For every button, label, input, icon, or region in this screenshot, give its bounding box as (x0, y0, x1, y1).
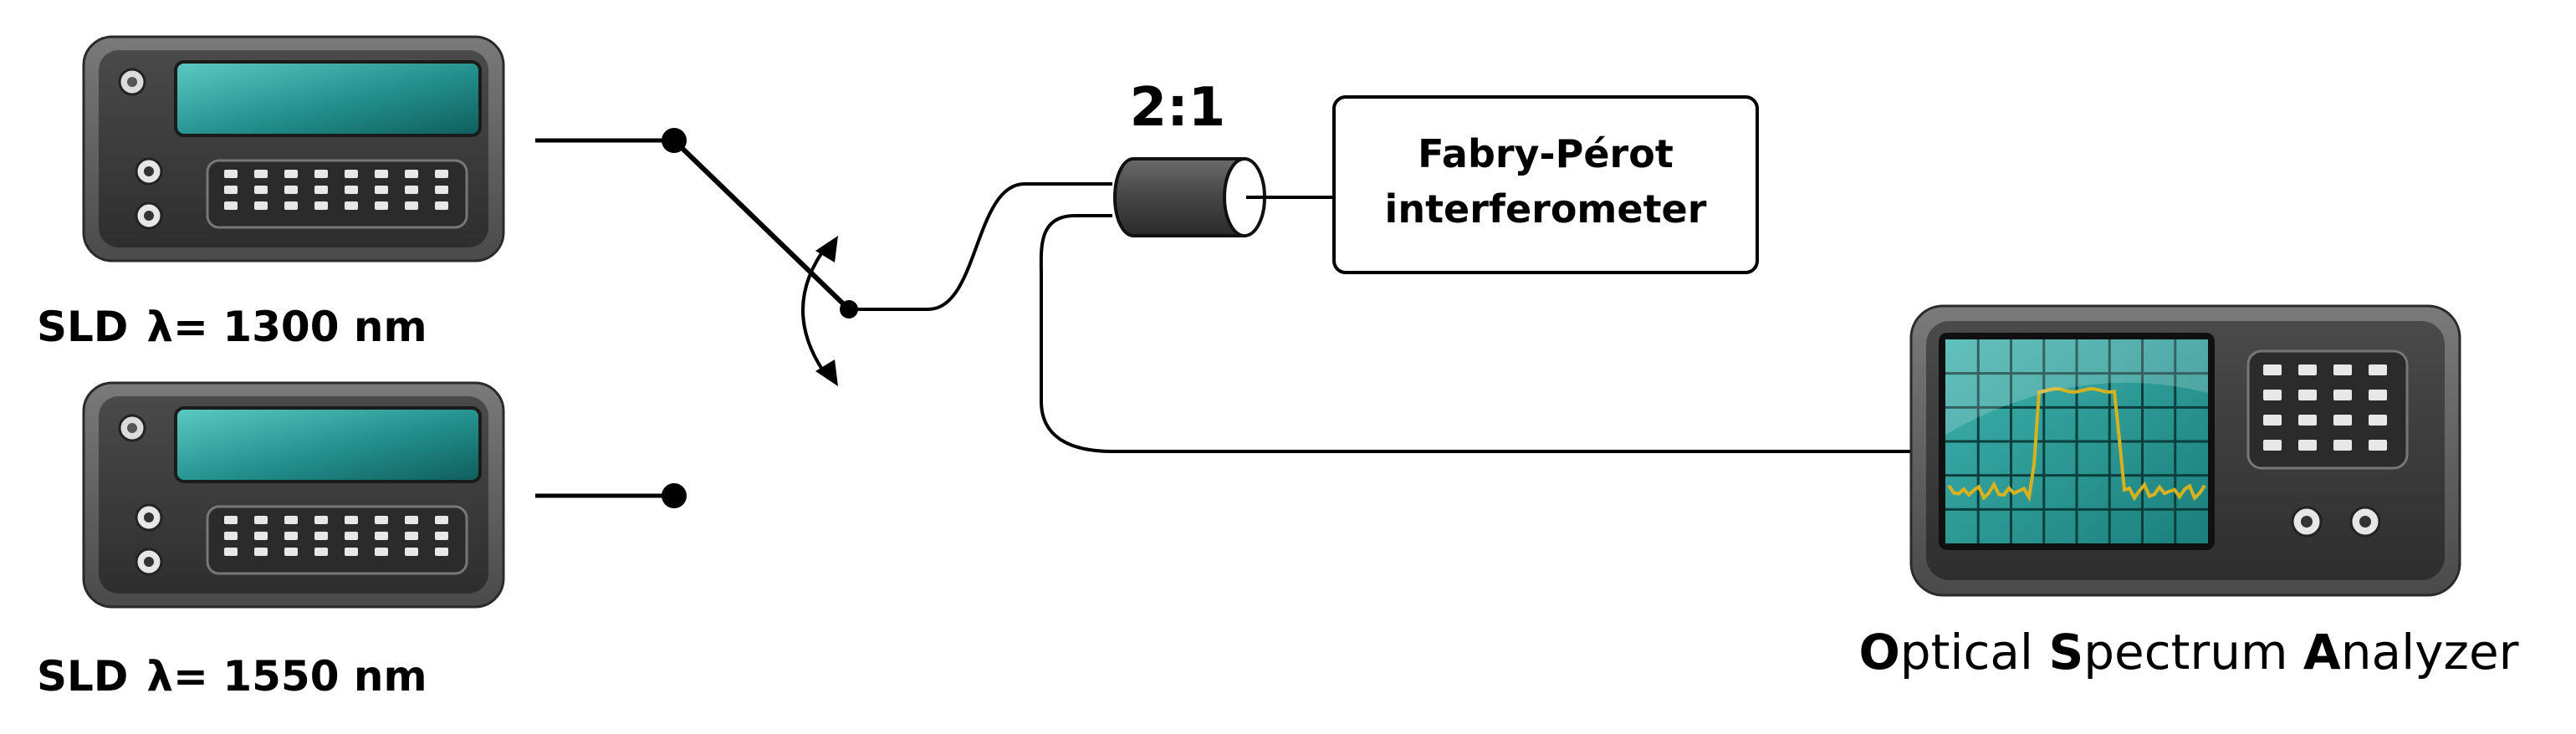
keypad-key (254, 548, 268, 556)
keypad-key (2369, 440, 2387, 451)
osa-keypad (2246, 349, 2409, 470)
keypad-key (2333, 415, 2352, 426)
connector-port-icon (2291, 506, 2323, 538)
keypad-key (2369, 390, 2387, 400)
keypad-key (345, 170, 358, 178)
keypad-key (2263, 390, 2282, 400)
keypad-key (314, 186, 328, 194)
fiber-coupler (1113, 157, 1266, 237)
keypad-key (224, 548, 238, 556)
keypad-key (2369, 415, 2387, 426)
connector-port-icon (135, 157, 163, 186)
keypad-key (435, 201, 448, 210)
keypad-key (375, 516, 388, 524)
sld-display (174, 406, 482, 483)
keypad-key (2263, 364, 2282, 375)
keypad-key (435, 548, 448, 556)
connector-port-icon (135, 503, 163, 532)
fp-label-line1: Fabry-Pérot (1418, 131, 1674, 176)
keypad-key (224, 186, 238, 194)
osa-label: Optical Spectrum Analyzer (1858, 624, 2518, 680)
sld-source-1300 (82, 35, 505, 263)
optical-spectrum-analyzer (1909, 304, 2461, 597)
switch-rotation-arrow (801, 242, 830, 380)
keypad-key (405, 516, 418, 524)
power-knob-icon (118, 68, 146, 96)
keypad-key (284, 186, 298, 194)
keypad-key (405, 201, 418, 210)
keypad-key (375, 548, 388, 556)
sld-source-1550 (82, 381, 505, 609)
keypad-key (435, 532, 448, 540)
switch-contact-2 (662, 483, 687, 508)
keypad-key (405, 170, 418, 178)
keypad-key (345, 186, 358, 194)
keypad-key (254, 186, 268, 194)
keypad-key (2333, 440, 2352, 451)
spectrum-trace (1947, 387, 2206, 502)
keypad-key (435, 516, 448, 524)
fp-label-line2: interferometer (1385, 186, 1707, 232)
keypad-key (224, 201, 238, 210)
optical-switch (535, 128, 858, 508)
keypad-key (345, 532, 358, 540)
fiber-input (849, 182, 1112, 311)
keypad-key (345, 201, 358, 210)
keypad-key (2369, 364, 2387, 375)
keypad-key (224, 516, 238, 524)
keypad-key (2298, 390, 2317, 400)
arrowhead-icon (815, 359, 838, 386)
keypad-key (284, 170, 298, 178)
keypad-key (314, 516, 328, 524)
power-knob-icon (118, 414, 146, 442)
keypad-key (2298, 440, 2317, 451)
keypad-key (2263, 440, 2282, 451)
keypad (206, 505, 468, 575)
fabry-perot-interferometer: Fabry-Pérot interferometer (1332, 95, 1759, 274)
keypad-key (435, 170, 448, 178)
keypad-key (405, 186, 418, 194)
keypad-key (314, 170, 328, 178)
arrowhead-icon (815, 236, 838, 263)
keypad-key (345, 548, 358, 556)
keypad-key (314, 532, 328, 540)
keypad-key (2333, 390, 2352, 400)
keypad-key (254, 516, 268, 524)
keypad-key (435, 186, 448, 194)
keypad-key (284, 516, 298, 524)
coupler-ratio-label: 2:1 (1130, 77, 1226, 139)
connector-port-icon (135, 548, 163, 576)
keypad-key (375, 186, 388, 194)
connector-port-icon (135, 201, 163, 230)
connector-port-icon (2349, 506, 2381, 538)
keypad-key (254, 532, 268, 540)
keypad-key (224, 532, 238, 540)
keypad-key (284, 201, 298, 210)
keypad-key (405, 532, 418, 540)
keypad-key (375, 170, 388, 178)
switch-arm (672, 138, 851, 312)
keypad-key (254, 201, 268, 210)
keypad-key (2263, 415, 2282, 426)
fiber-to-osa (1039, 214, 1911, 453)
keypad-key (375, 201, 388, 210)
keypad-key (254, 170, 268, 178)
sld-display (174, 60, 482, 137)
keypad-key (284, 532, 298, 540)
keypad-key (375, 532, 388, 540)
keypad (206, 159, 468, 229)
keypad-key (405, 548, 418, 556)
keypad-key (2333, 364, 2352, 375)
keypad-key (345, 516, 358, 524)
keypad-key (2298, 415, 2317, 426)
keypad-key (224, 170, 238, 178)
keypad-key (314, 548, 328, 556)
keypad-key (284, 548, 298, 556)
keypad-key (2298, 364, 2317, 375)
keypad-key (314, 201, 328, 210)
